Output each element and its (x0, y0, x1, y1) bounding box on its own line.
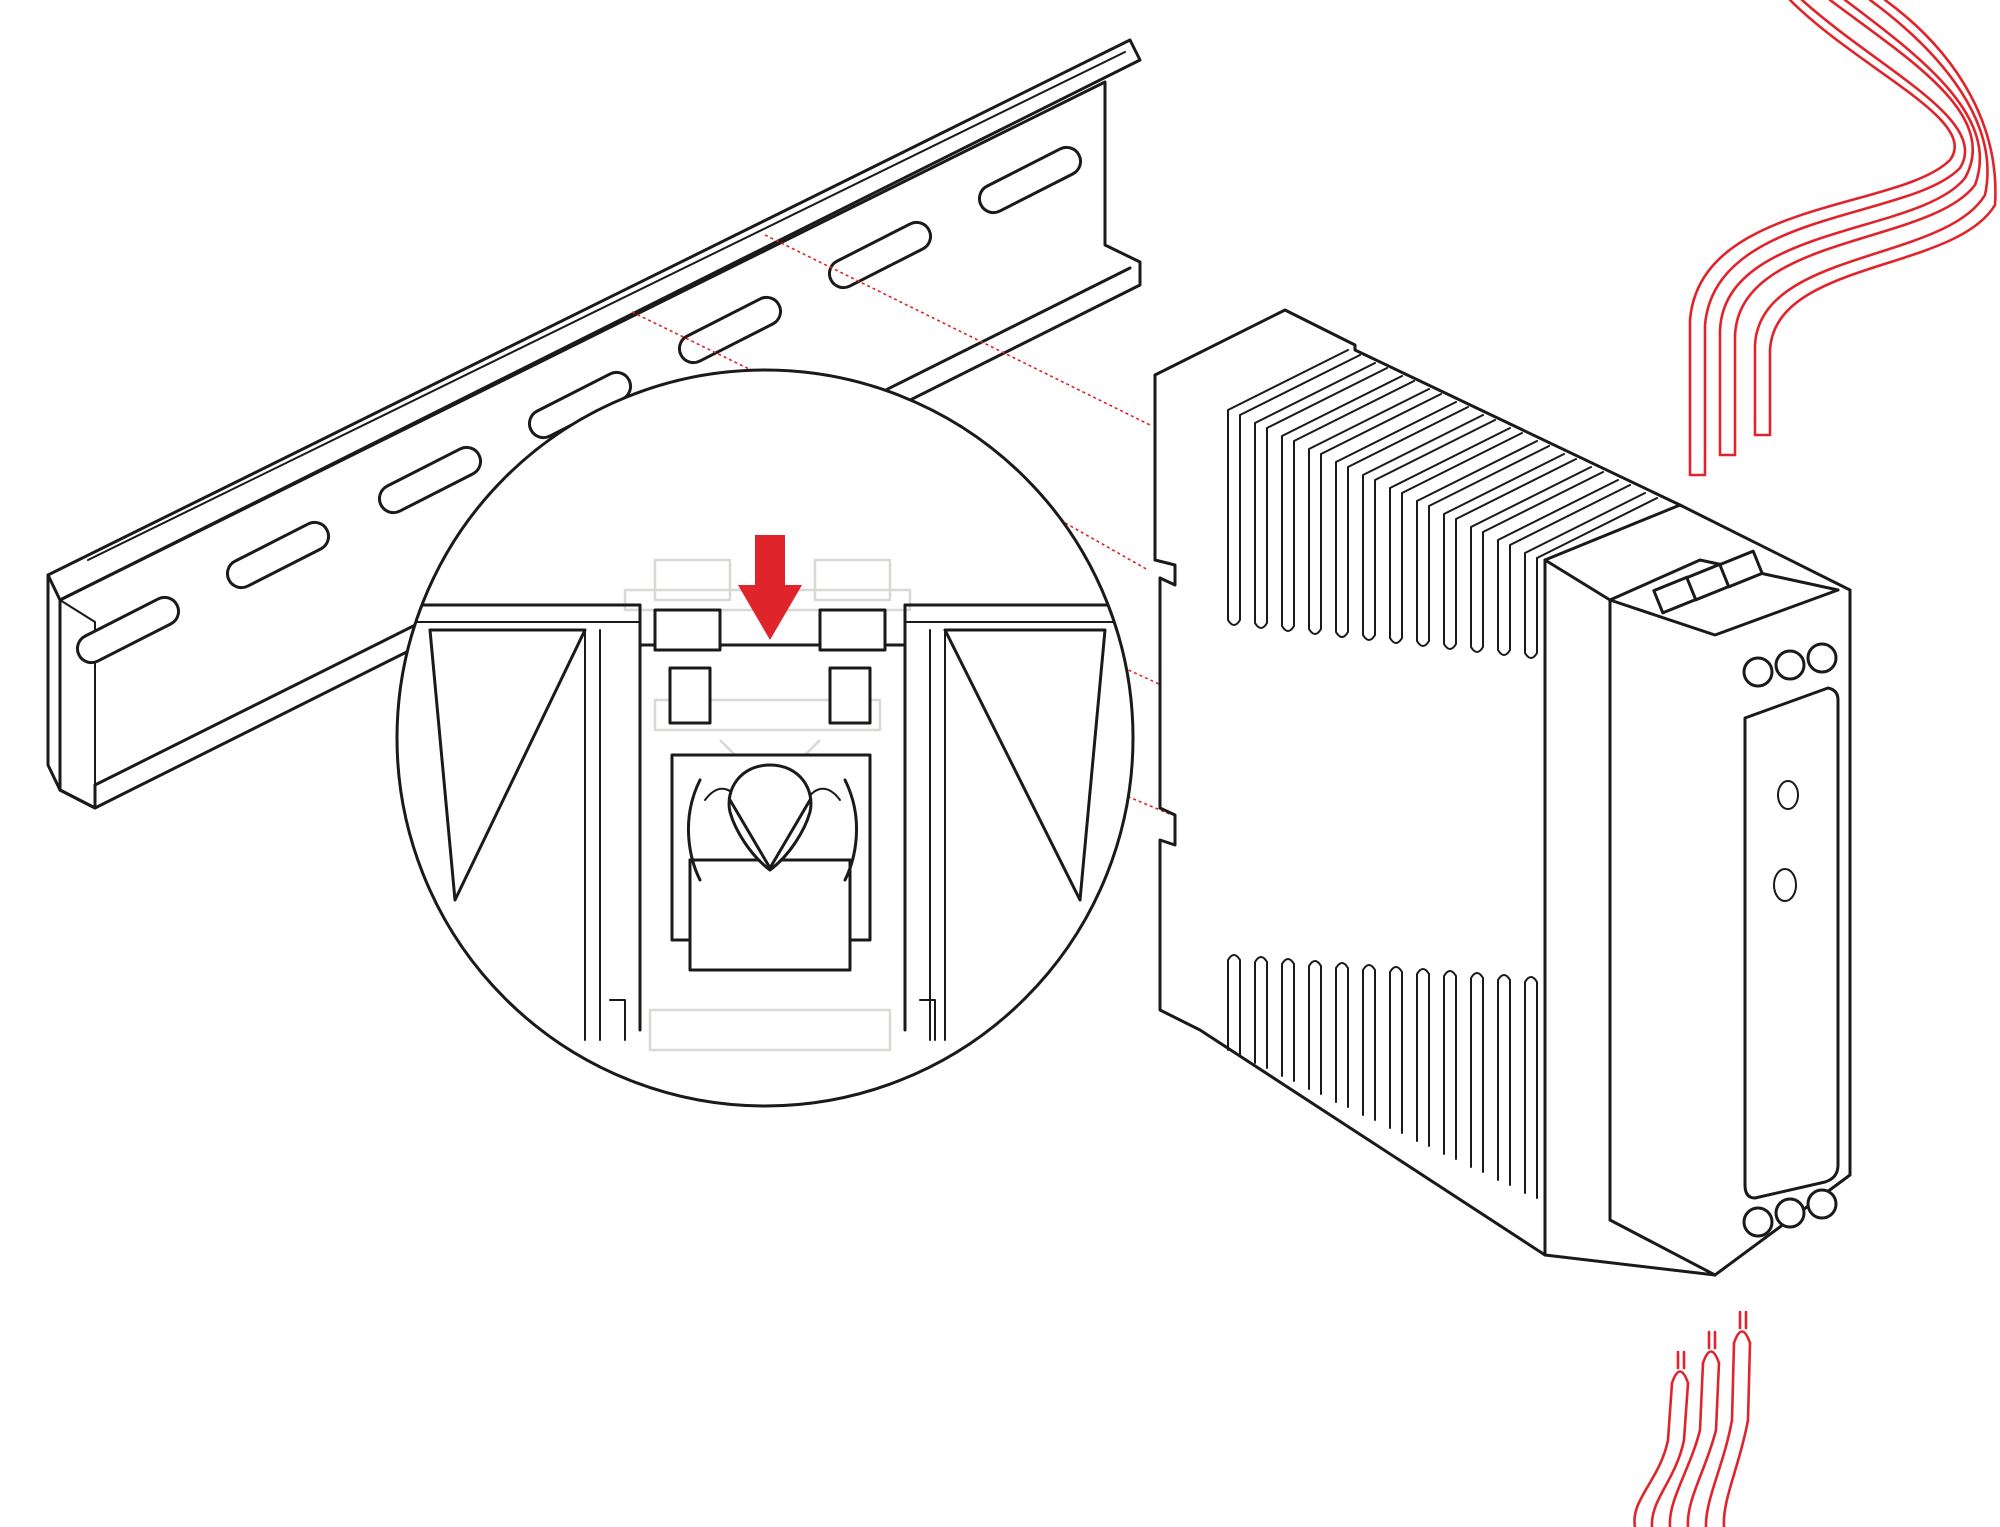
wire (1650, 1381, 1690, 1527)
detail-circle-border (395, 368, 1135, 1108)
cooling-fin (1362, 414, 1496, 641)
cooling-fin (1416, 440, 1550, 647)
terminal-screw (1742, 656, 1774, 688)
cooling-fin (1335, 401, 1469, 638)
cooling-fin (1470, 972, 1484, 1173)
cooling-fin (1227, 954, 1241, 1056)
wire (1722, 1341, 1752, 1527)
cooling-fin (1470, 466, 1604, 653)
cooling-fin (1362, 964, 1376, 1121)
wire (1686, 1361, 1721, 1527)
status-led (1773, 868, 1797, 902)
guide-line (1084, 649, 1173, 691)
cooling-fin (1254, 362, 1388, 629)
bottom-cooling-fins (1227, 954, 1538, 1199)
rail-slot (75, 595, 181, 665)
terminal-screw (1774, 649, 1806, 681)
rail-slot (977, 145, 1083, 215)
wire (1703, 0, 1967, 462)
clip-tab (653, 608, 722, 652)
cooling-fin (1524, 976, 1538, 1199)
wire (1633, 1381, 1674, 1527)
cooling-fin (1281, 375, 1415, 632)
wire (1718, 0, 1974, 442)
cooling-fin (1443, 453, 1577, 650)
front-label-panel (1743, 686, 1840, 1200)
cooling-fin (1254, 956, 1268, 1069)
cooling-fin (1227, 349, 1361, 626)
cooling-fin (1389, 966, 1403, 1134)
rail-slot (827, 220, 933, 290)
cooling-fin (1416, 968, 1430, 1147)
terminal-screw (1806, 1188, 1838, 1220)
rail-slot (377, 445, 483, 515)
cooling-fin (1443, 970, 1457, 1160)
clip-slot (668, 666, 712, 725)
guide-line (1059, 519, 1149, 571)
down-arrow-icon (738, 535, 802, 640)
cooling-fin (1524, 492, 1658, 659)
rail-slot (225, 520, 331, 590)
cooling-fin (1497, 479, 1631, 656)
detail-circle-background (397, 370, 1133, 1106)
latch-knob (727, 763, 813, 872)
wire (1688, 0, 1956, 462)
magnified-detail (397, 558, 1133, 1052)
cooling-fin (1308, 388, 1442, 635)
terminal-opening (1718, 549, 1764, 589)
terminal-screw (1742, 1206, 1774, 1238)
terminal-screw (1806, 642, 1838, 674)
wire (1668, 1361, 1705, 1527)
terminal-screw (1774, 1197, 1806, 1229)
rail-slots (75, 145, 1083, 665)
clip-tab (818, 608, 887, 652)
cooling-fin (1389, 427, 1523, 644)
latch-tongue (688, 858, 852, 972)
top-cooling-fins (1227, 349, 1658, 659)
top-wires (1688, 0, 1997, 477)
cooling-fin (1281, 958, 1295, 1082)
power-supply-unit (1153, 308, 1852, 1277)
clip-slot (828, 666, 872, 725)
wire (1753, 0, 1989, 422)
wire (1768, 0, 1997, 422)
status-led (1777, 780, 1799, 810)
cooling-fin (1497, 974, 1511, 1186)
cooling-fin (1335, 962, 1349, 1108)
rail-slot (677, 295, 783, 365)
bottom-wires (1633, 1310, 1752, 1527)
wire (1733, 0, 1982, 442)
wire (1704, 1341, 1736, 1527)
cooling-fin (1308, 960, 1322, 1095)
